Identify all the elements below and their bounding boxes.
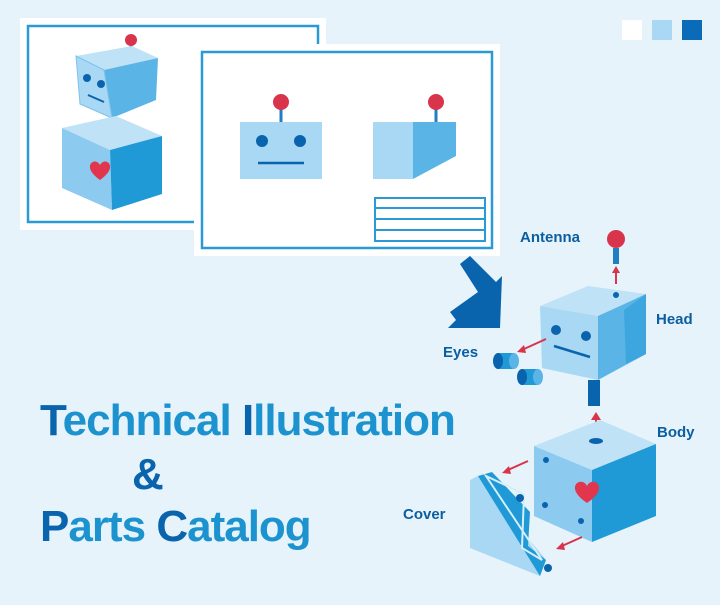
title-line-2: &	[132, 450, 164, 500]
body-part	[534, 412, 656, 542]
title-letter-c: C	[156, 502, 188, 551]
eyes-part	[493, 338, 547, 385]
title-letter-p: P	[40, 502, 69, 551]
color-swatches	[622, 20, 702, 40]
label-antenna: Antenna	[520, 229, 581, 246]
title-letter-t: T	[40, 396, 64, 445]
swatch-light-blue	[652, 20, 672, 40]
swatch-white	[622, 20, 642, 40]
title-line-3: Parts Catalog	[40, 502, 312, 552]
title-word-illustration: llustration	[253, 396, 456, 445]
antenna-ball-icon	[607, 230, 625, 248]
title-block	[374, 197, 486, 242]
label-head: Head	[656, 311, 693, 328]
label-eyes: Eyes	[443, 344, 478, 361]
antenna-part	[607, 230, 625, 284]
title-word-catalog: atalog	[187, 502, 312, 551]
drawing-sheet-front	[194, 44, 500, 256]
cover-part	[470, 460, 583, 576]
label-body: Body	[657, 424, 695, 441]
arrow-down-right-icon	[448, 256, 502, 328]
exploded-robot	[470, 230, 656, 576]
heart-icon	[89, 161, 111, 180]
title-letter-i: I	[241, 396, 254, 445]
title-ampersand: &	[132, 450, 164, 499]
title-word-parts: arts	[68, 502, 157, 551]
swatch-dark-blue	[682, 20, 702, 40]
head-side-view	[373, 94, 456, 179]
drawing-sheet-back	[20, 18, 326, 230]
head-front-view	[240, 94, 322, 179]
eye-piece	[517, 369, 543, 385]
eye-piece	[493, 353, 519, 369]
head-part	[540, 286, 646, 406]
isometric-robot-sketch	[62, 34, 162, 210]
title-word-technical: echnical	[62, 396, 242, 445]
heart-icon	[574, 481, 600, 503]
antenna-ball-icon	[273, 94, 289, 110]
antenna-ball-icon	[125, 34, 137, 46]
antenna-ball-icon	[428, 94, 444, 110]
label-cover: Cover	[403, 506, 446, 523]
title-line-1: Technical Illustration	[40, 396, 456, 446]
